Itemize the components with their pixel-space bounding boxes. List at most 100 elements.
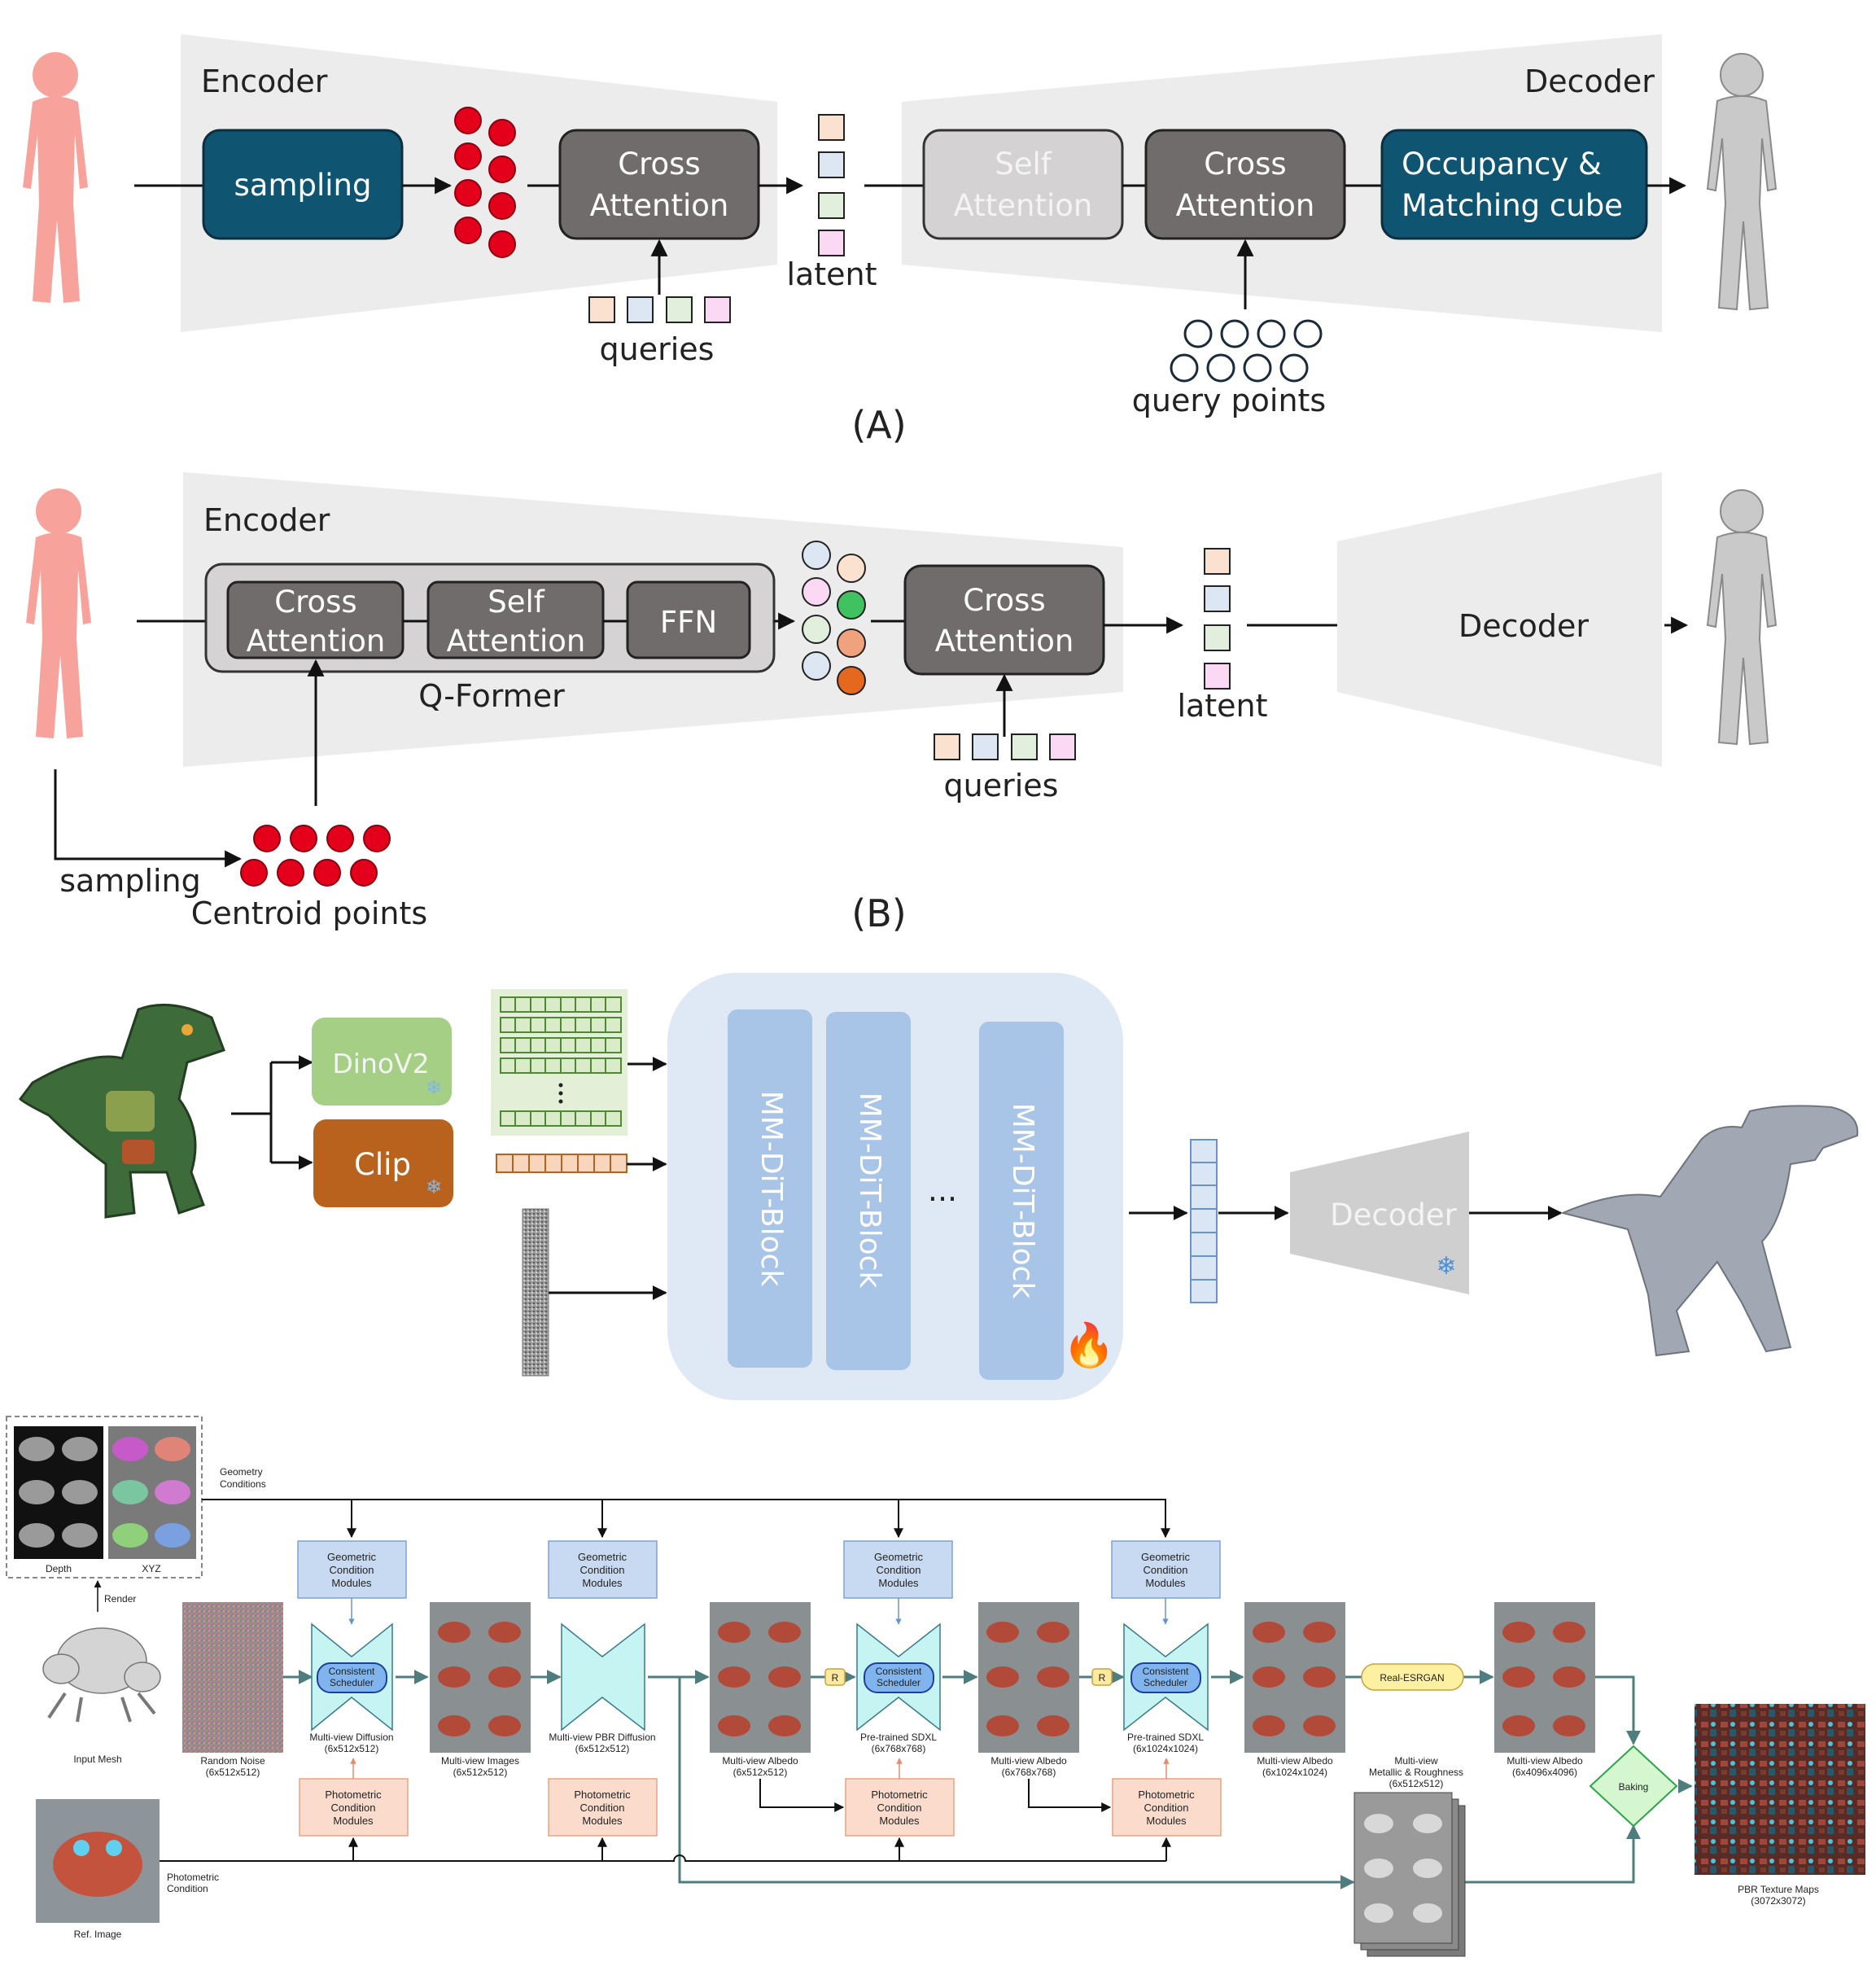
sdxl-unet-2: Consistent Scheduler [1123, 1622, 1209, 1732]
svg-text:Scheduler: Scheduler [1144, 1677, 1187, 1688]
fire-icon: 🔥 [1063, 1320, 1116, 1370]
caption-a: (A) [851, 403, 906, 447]
svg-text:Modules: Modules [331, 1577, 372, 1589]
svg-text:Baking: Baking [1619, 1781, 1649, 1793]
cross-attention-enc-a-l1: Cross [618, 147, 700, 182]
svg-text:Condition: Condition [1144, 1802, 1189, 1814]
red-points-a [454, 107, 516, 258]
sdxl2-l1: Pre-trained SDXL [1127, 1732, 1204, 1743]
random-noise-image [182, 1602, 283, 1753]
decoder-label-a: Decoder [1524, 63, 1655, 99]
svg-text:Photometric: Photometric [325, 1789, 382, 1801]
geometry-conditions-l2: Conditions [220, 1478, 266, 1490]
svg-text:Geometric: Geometric [327, 1551, 376, 1563]
queries-b [934, 733, 1076, 760]
svg-text:R: R [1099, 1672, 1106, 1684]
mv-images-l2: (6x512x512) [453, 1767, 508, 1778]
mv-albedo4-l2: (6x4096x4096) [1512, 1767, 1577, 1778]
ffn-text: FFN [660, 605, 717, 640]
mv-diffusion-l2: (6x512x512) [325, 1743, 379, 1754]
dit-block-2 [826, 1012, 911, 1370]
snowflake-icon: ❄ [426, 1176, 442, 1198]
latent-tokens-b [1204, 548, 1231, 690]
svg-text:Photometric: Photometric [574, 1789, 631, 1801]
pbr-maps-l2: (3072x3072) [1751, 1895, 1805, 1907]
sampling-text-a: sampling [234, 168, 372, 203]
geo-module-1: Geometric Condition Modules [297, 1540, 407, 1599]
ref-image [36, 1799, 160, 1923]
svg-text:Condition: Condition [331, 1802, 376, 1814]
snowflake-icon: ❄ [1436, 1252, 1456, 1281]
mv-albedo3-l2: (6x1024x1024) [1262, 1767, 1327, 1778]
geometry-conditions-l1: Geometry [220, 1466, 263, 1478]
svg-text:Condition: Condition [580, 1802, 625, 1814]
clip-feature-row [496, 1154, 628, 1173]
panel-a: Encoder Decoder sampling Cross Attention [23, 34, 1778, 447]
geo-module-4: Geometric Condition Modules [1111, 1540, 1221, 1599]
snowflake-icon: ❄ [426, 1076, 442, 1099]
mv-albedo1-l2: (6x512x512) [733, 1767, 788, 1778]
geometry-render-box [6, 1416, 203, 1578]
dinov2-feature-grid [491, 989, 628, 1136]
svg-text:Condition: Condition [330, 1564, 374, 1576]
metallic-l1: Multi-view [1394, 1755, 1438, 1767]
dit-block-1-text: MM-DiT-Block [754, 1091, 788, 1287]
mv-albedo1-l1: Multi-view Albedo [722, 1755, 798, 1767]
latent-label-a: latent [786, 256, 877, 292]
svg-text:Modules: Modules [582, 1815, 623, 1827]
metallic-roughness-stack [1353, 1792, 1466, 1957]
input-mesh-label: Input Mesh [73, 1754, 121, 1765]
latent-label-b: latent [1177, 688, 1267, 724]
mv-pbr-l1: Multi-view PBR Diffusion [549, 1732, 655, 1743]
clip-text: Clip [354, 1147, 411, 1182]
svg-text:Modules: Modules [879, 1815, 920, 1827]
clip-block [313, 1119, 453, 1207]
self-attention-a-l1: Self [995, 147, 1052, 182]
r-badge-1: R [824, 1668, 846, 1686]
svg-text:Condition: Condition [877, 1802, 922, 1814]
mv-albedo2-grid [978, 1602, 1079, 1753]
centroid-points [240, 825, 391, 887]
decoder-trapezoid-c [1290, 1132, 1469, 1294]
sampling-label-b: sampling [59, 863, 201, 899]
dinov2-block [312, 1018, 452, 1106]
svg-text:Scheduler: Scheduler [877, 1677, 921, 1688]
queries-label-a: queries [600, 331, 715, 367]
decoder-label-b: Decoder [1458, 608, 1589, 644]
sdxl1-l2: (6x768x768) [872, 1743, 926, 1754]
sdxl1-l1: Pre-trained SDXL [860, 1732, 937, 1743]
svg-text:Consistent: Consistent [329, 1666, 375, 1677]
render-label: Render [104, 1593, 136, 1605]
baking-node: Baking [1589, 1745, 1678, 1828]
photo-module-3: Photometric Condition Modules [845, 1778, 955, 1837]
queries-label-b: queries [944, 768, 1059, 803]
ref-image-label: Ref. Image [74, 1929, 122, 1940]
svg-text:Modules: Modules [1145, 1577, 1186, 1589]
ffn-block-b [626, 580, 751, 659]
geo-module-3: Geometric Condition Modules [843, 1540, 953, 1599]
svg-text:Condition: Condition [1144, 1564, 1188, 1576]
pbr-maps-l1: PBR Texture Maps [1738, 1884, 1819, 1895]
xyz-label: XYZ [142, 1563, 160, 1574]
photo-module-2: Photometric Condition Modules [548, 1778, 658, 1837]
cross-attention-dec-a-l1: Cross [1204, 147, 1286, 182]
svg-text:Scheduler: Scheduler [330, 1677, 374, 1688]
noise-latent-column [522, 1208, 549, 1377]
svg-text:Photometric: Photometric [871, 1789, 928, 1801]
self-attention-b-l1: Self [488, 585, 545, 620]
panel-c: DinoV2 ❄ Clip ❄ [19, 973, 1859, 1400]
photometric-condition-l2: Condition [167, 1883, 208, 1894]
photo-module-1: Photometric Condition Modules [299, 1778, 409, 1837]
mv-pbr-unet [561, 1622, 645, 1732]
sdxl-unet-1: Consistent Scheduler [856, 1622, 941, 1732]
svg-text:Photometric: Photometric [1138, 1789, 1195, 1801]
caption-b: (B) [851, 891, 906, 935]
random-noise-l1: Random Noise [200, 1755, 265, 1767]
dit-ellipsis: ... [928, 1172, 957, 1208]
svg-text:Modules: Modules [1146, 1815, 1187, 1827]
encoder-label-b: Encoder [203, 502, 330, 538]
svg-text:Modules: Modules [878, 1577, 919, 1589]
self-attention-b-l2: Attention [447, 624, 586, 659]
cross-attention-b-l1: Cross [274, 585, 356, 620]
